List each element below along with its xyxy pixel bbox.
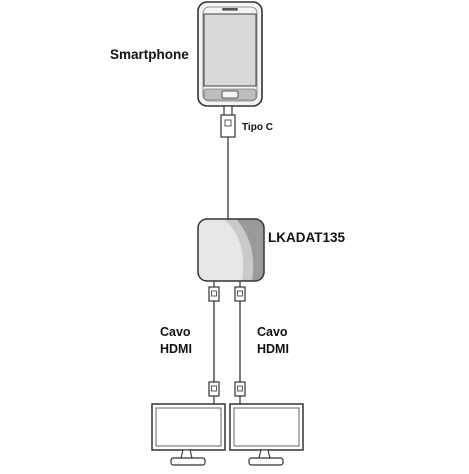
hdmi-plug-right: [234, 381, 246, 404]
hdmi-cable-left-label-line2: HDMI: [160, 342, 192, 356]
smartphone-icon: [197, 1, 263, 107]
hdmi-port-right: [234, 281, 246, 302]
usb-c-connector: [220, 105, 236, 143]
hdmi-cable-right-label-line1: Cavo: [257, 325, 288, 339]
usb-c-label: Tipo C: [242, 122, 273, 133]
hdmi-cable-left-label-line1: Cavo: [160, 325, 191, 339]
adapter-icon: [197, 218, 265, 282]
hdmi-cable-right-label-line2: HDMI: [257, 342, 289, 356]
monitor-icon: [151, 403, 226, 466]
adapter-label: LKADAT135: [268, 230, 346, 245]
monitor-icon: [229, 403, 304, 466]
hdmi-plug-left: [208, 381, 220, 404]
hdmi-port-left: [208, 281, 220, 302]
smartphone-label: Smartphone: [110, 47, 189, 62]
